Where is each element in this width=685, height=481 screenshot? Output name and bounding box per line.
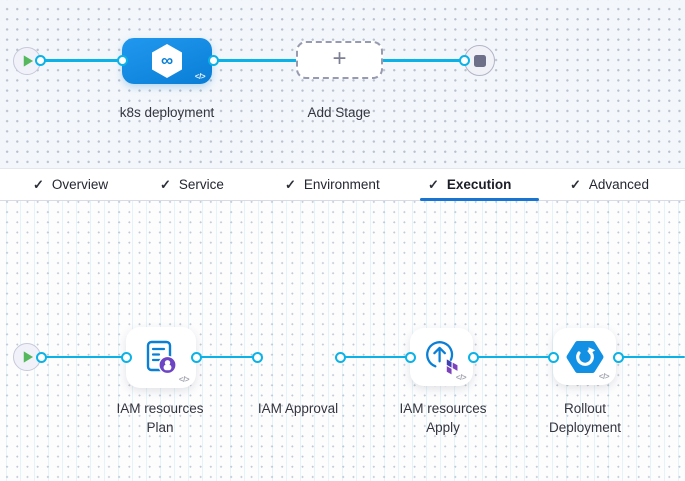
- step-label: IAM resources Plan: [100, 399, 220, 437]
- step-label-line1: IAM resources: [116, 401, 204, 416]
- connector-ring: [467, 351, 479, 363]
- execution-canvas: </>: [0, 201, 685, 481]
- step-label-line1: IAM Approval: [257, 401, 339, 416]
- connector-ring: [120, 351, 132, 363]
- check-icon: ✓: [160, 176, 171, 192]
- connector-line: [476, 355, 554, 359]
- stage-config-tabs: ✓ Overview ✓ Service ✓ Environment ✓ Exe…: [0, 168, 685, 201]
- connector-ring: [35, 351, 47, 363]
- connector-ring: [334, 351, 346, 363]
- tab-service[interactable]: ✓ Service: [160, 169, 224, 200]
- connector-ring: [190, 351, 202, 363]
- yaml-code-icon: </>: [455, 373, 467, 382]
- play-icon: [23, 54, 34, 67]
- tab-label: Service: [178, 177, 224, 192]
- connector-ring: [612, 351, 624, 363]
- connector-ring: [404, 351, 416, 363]
- connector-line: [40, 59, 123, 62]
- step-label-line2: Apply: [426, 420, 460, 435]
- step-label-line1: Rollout: [563, 401, 607, 416]
- plus-icon: +: [332, 44, 347, 72]
- yaml-code-icon: </>: [194, 72, 206, 81]
- step-node-iam-resources-plan[interactable]: </>: [126, 327, 196, 388]
- connector-line: [212, 59, 297, 62]
- step-label-line2: Deployment: [548, 420, 622, 435]
- connector-ring: [458, 55, 470, 66]
- tab-label: Environment: [303, 177, 380, 192]
- step-label: IAM Approval: [238, 399, 358, 418]
- step-label: Rollout Deployment: [525, 399, 645, 437]
- tab-label: Advanced: [588, 177, 649, 192]
- step-label-line1: IAM resources: [399, 401, 487, 416]
- tab-advanced[interactable]: ✓ Advanced: [570, 169, 649, 200]
- step-node-rollout-deployment[interactable]: </>: [553, 328, 616, 385]
- connector-line: [44, 355, 127, 359]
- connector-ring: [547, 351, 559, 363]
- step-label-line2: Plan: [146, 420, 174, 435]
- add-stage-label: Add Stage: [307, 105, 371, 120]
- stage-canvas: ∞ </> + k8s deployment Add Stage: [0, 0, 685, 168]
- tab-overview[interactable]: ✓ Overview: [33, 169, 108, 200]
- stage-node-k8s-deployment[interactable]: ∞ </>: [122, 38, 212, 84]
- connector-line: [197, 355, 260, 359]
- add-stage-button[interactable]: +: [296, 41, 383, 79]
- tab-execution[interactable]: ✓ Execution: [428, 169, 511, 200]
- play-icon: [23, 351, 34, 363]
- yaml-code-icon: </>: [178, 375, 190, 384]
- connector-line: [382, 59, 465, 62]
- connector-ring: [116, 55, 128, 66]
- connector-ring: [35, 55, 46, 66]
- connector-ring: [207, 55, 219, 66]
- stop-icon: [473, 54, 486, 67]
- cd-stage-icon: ∞: [152, 44, 182, 78]
- check-icon: ✓: [570, 176, 581, 192]
- tab-label: Overview: [51, 177, 109, 192]
- yaml-code-icon: </>: [598, 372, 610, 381]
- tab-label: Execution: [446, 177, 512, 192]
- check-icon: ✓: [428, 176, 439, 192]
- stage-name-label: k8s deployment: [119, 105, 215, 120]
- terraform-plan-icon: [146, 340, 177, 374]
- step-label: IAM resources Apply: [383, 399, 503, 437]
- terraform-apply-icon: [425, 341, 457, 375]
- active-tab-underline: [420, 198, 539, 201]
- check-icon: ✓: [285, 176, 296, 192]
- connector-ring: [251, 351, 263, 363]
- tab-environment[interactable]: ✓ Environment: [285, 169, 380, 200]
- connector-line: [342, 355, 412, 359]
- check-icon: ✓: [33, 176, 44, 192]
- rollout-deployment-icon: [566, 340, 603, 373]
- step-node-iam-resources-apply[interactable]: </>: [410, 328, 473, 386]
- connector-line: [619, 355, 685, 359]
